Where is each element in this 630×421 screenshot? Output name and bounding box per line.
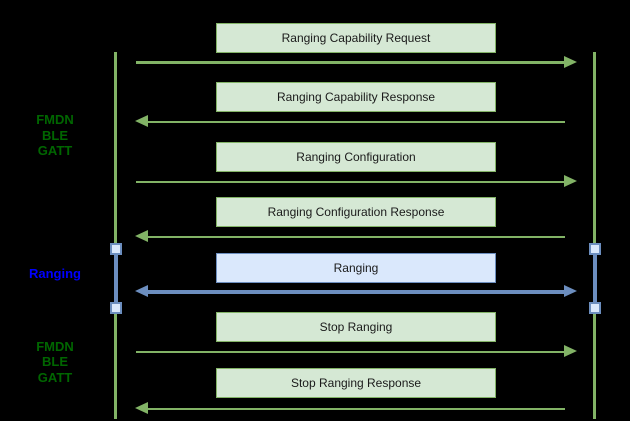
arrow-line [147,290,565,294]
arrow-ranging-configuration [136,175,577,189]
arrow-line [136,180,565,183]
arrow-line [136,61,565,64]
phase-label-fmdn-ble-gatt-top: FMDN BLE GATT [36,112,74,158]
message-box-ranging-capability-response: Ranging Capability Response [216,81,496,112]
message-box-stop-ranging: Stop Ranging [216,311,496,342]
arrowhead-right-icon [564,285,577,297]
message-label: Ranging Configuration [296,149,416,164]
arrow-ranging-bidirectional [135,285,577,299]
arrowhead-right-icon [564,175,577,187]
message-label: Ranging Capability Request [281,30,431,45]
message-box-ranging-capability-request: Ranging Capability Request [216,22,496,53]
arrowhead-right-icon [564,55,577,68]
message-box-ranging-configuration: Ranging Configuration [216,141,496,172]
arrow-stop-ranging [136,345,577,359]
activation-square-right-bottom [589,302,601,314]
activation-square-left-bottom [109,302,122,314]
arrowhead-left-icon [135,402,148,414]
arrow-line [147,235,565,238]
message-label: Stop Ranging [319,319,393,334]
message-label: Stop Ranging Response [290,375,422,390]
arrow-line [136,350,565,353]
message-box-ranging: Ranging [216,253,496,283]
arrow-ranging-capability-response [135,115,565,129]
phase-label-ranging: Ranging [29,266,81,281]
lifeline-right [593,52,596,419]
arrowhead-right-icon [564,345,577,357]
arrow-ranging-configuration-response [135,230,565,244]
message-label: Ranging [333,261,379,275]
activation-square-left-top [109,243,122,255]
message-label: Ranging Configuration Response [267,204,445,219]
arrow-line [147,407,565,410]
arrowhead-left-icon [135,115,148,127]
ranging-activation-bar-left [113,249,118,308]
message-label: Ranging Capability Response [276,89,436,104]
arrow-stop-ranging-response [135,402,565,416]
arrow-line [147,120,565,123]
arrowhead-left-icon [135,230,148,242]
activation-square-right-top [589,243,601,255]
phase-label-fmdn-ble-gatt-bottom: FMDN BLE GATT [36,338,74,385]
ranging-activation-bar-right [593,249,597,308]
message-box-stop-ranging-response: Stop Ranging Response [216,367,496,398]
arrowhead-left-icon [135,285,148,297]
message-box-ranging-configuration-response: Ranging Configuration Response [216,196,496,227]
arrow-ranging-capability-request [136,55,577,70]
lifeline-left [114,52,117,419]
